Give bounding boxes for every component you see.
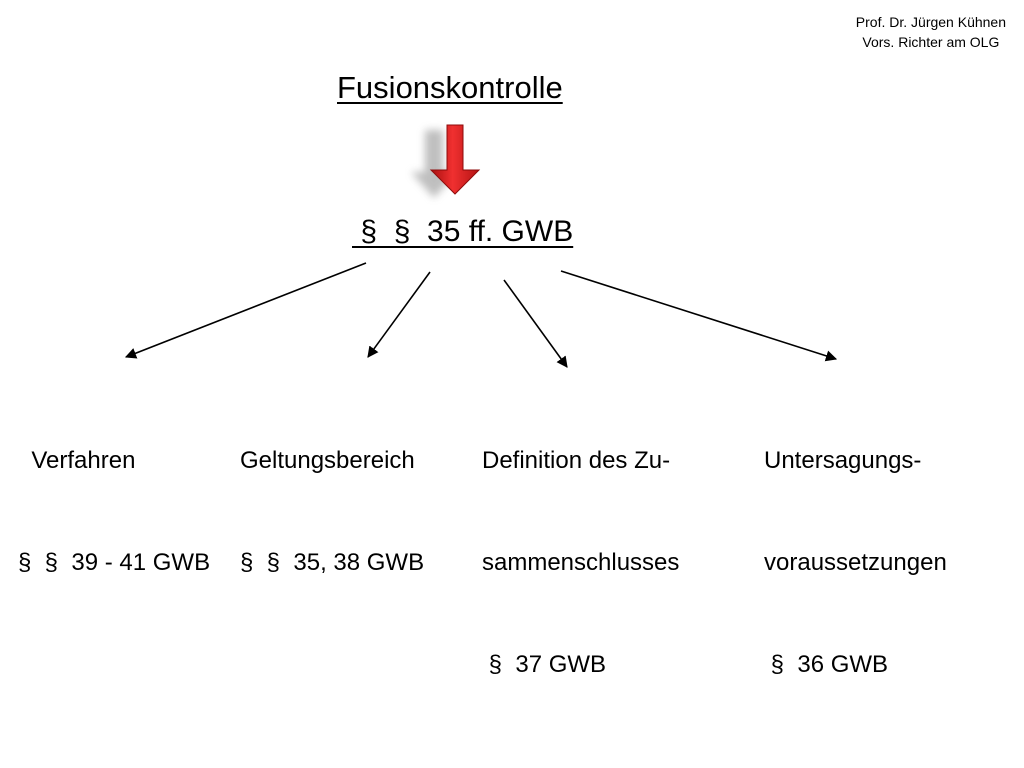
connector-verfahren [124, 262, 367, 359]
branch-verfahren-line-2: § § 39 - 41 GWB [18, 549, 211, 576]
branch-voraussetzungen-line-1: Untersagungs- [764, 447, 922, 474]
branch-geltungsbereich-line-2: § § 35, 38 GWB [240, 549, 425, 576]
branch-voraussetzungen: Untersagungs- voraussetzungen § 36 GWB [764, 376, 947, 716]
branch-verfahren: Verfahren § § 39 - 41 GWB [18, 376, 210, 614]
connector-voraussetzungen [560, 270, 838, 362]
branch-verfahren-line-1: Verfahren [18, 447, 136, 474]
branch-geltungsbereich: Geltungsbereich § § 35, 38 GWB [240, 376, 424, 614]
author-role: Vors. Richter am OLG [862, 34, 1000, 50]
author-block: Prof. Dr. Jürgen Kühnen Vors. Richter am… [856, 12, 1006, 52]
branch-definition-line-2: sammenschlusses [482, 549, 680, 576]
connector-geltungsbereich [367, 271, 431, 358]
branch-definition-line-3: § 37 GWB [482, 651, 607, 678]
law-reference: § § 35 ff. GWB [352, 215, 574, 248]
red-down-arrow-icon [411, 124, 481, 198]
arrow-body [429, 124, 481, 195]
branch-voraussetzungen-line-2: voraussetzungen [764, 549, 947, 576]
branch-definition: Definition des Zu- sammenschlusses § 37 … [482, 376, 679, 716]
branch-geltungsbereich-line-1: Geltungsbereich [240, 447, 415, 474]
author-name: Prof. Dr. Jürgen Kühnen [855, 14, 1006, 30]
connector-definition [503, 279, 568, 368]
branch-voraussetzungen-line-3: § 36 GWB [764, 651, 889, 678]
branch-definition-line-1: Definition des Zu- [482, 447, 671, 474]
slide-title: Fusionskontrolle [337, 70, 563, 105]
